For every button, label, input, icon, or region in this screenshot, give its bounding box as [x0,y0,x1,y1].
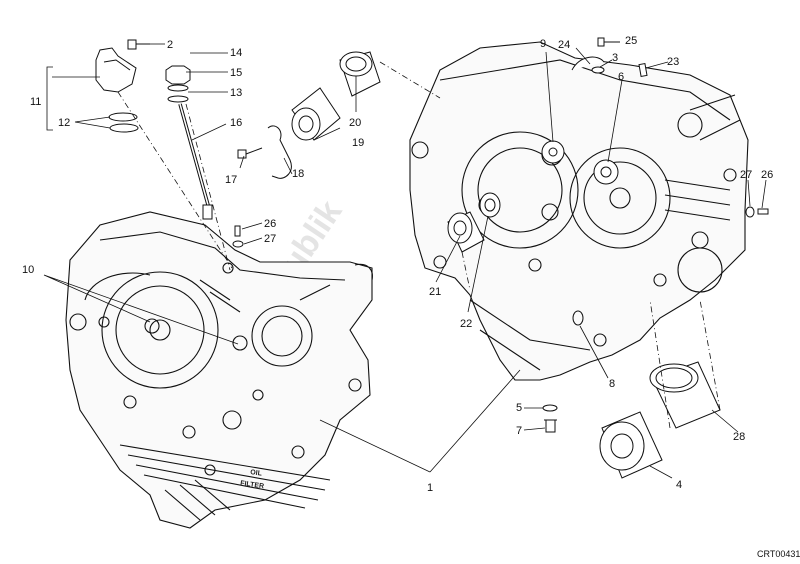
part-label: 20 [349,117,361,129]
dipstick-assembly [165,65,213,220]
part-label: 16 [230,117,242,129]
part-label: 13 [230,87,242,99]
part-label: 12 [58,117,70,129]
bush-part-22 [479,192,501,218]
part-label: 4 [676,479,682,491]
part-label: 27 [264,233,276,245]
breather-cap-part-11 [95,47,137,93]
bearing-part-6 [593,159,619,185]
oil-emboss: OIL [250,469,263,478]
part-label: 8 [609,378,615,390]
o-ring-part-12b [109,123,139,133]
part-label: 3 [612,52,618,64]
part-label: 28 [733,431,745,443]
o-ring-part-8 [572,310,584,326]
bearing-part-21 [447,211,485,253]
part-label: 27 [740,169,752,181]
part-label: 5 [516,402,522,414]
part-label: 25 [625,35,637,47]
bush-part-20 [339,51,381,97]
reference-code: CRT00431 [757,549,800,559]
part-label: 22 [460,318,472,330]
part-label: 26 [264,218,276,230]
part-label: 26 [761,169,773,181]
part-number-labels: 1 2 3 4 5 6 7 8 9 10 11 12 13 14 15 16 1… [22,35,773,494]
part-label: 19 [352,137,364,149]
part-label: 24 [558,39,570,51]
bearing-part-4 [599,411,663,479]
screw-part-2 [127,39,150,50]
leader-lines [43,41,767,479]
bearing-part-19 [291,87,341,141]
part-label: 2 [167,39,173,51]
part-label: 6 [618,71,624,83]
part-label: 23 [667,56,679,68]
part-label: 17 [225,174,237,186]
gear-part-9 [541,140,565,164]
clamp-parts-17-18 [237,125,292,179]
part-label: 15 [230,67,242,79]
part-label: 11 [30,96,41,108]
pins-left-26-27 [232,225,244,248]
filter-emboss: FILTER [240,480,265,490]
part-label: 10 [22,264,34,276]
drain-plug-parts-5-7 [542,404,558,433]
bracket-parts-24-25-3 [571,37,648,78]
bush-part-28 [649,361,721,429]
part-label: 14 [230,47,242,59]
left-crankcase-half [65,211,373,529]
part-label: 21 [429,286,441,298]
part-label: 9 [540,38,546,50]
part-label: 1 [427,482,433,494]
part-label: 18 [292,168,304,180]
part-label: 7 [516,425,522,437]
pins-right-26-27 [745,206,769,218]
